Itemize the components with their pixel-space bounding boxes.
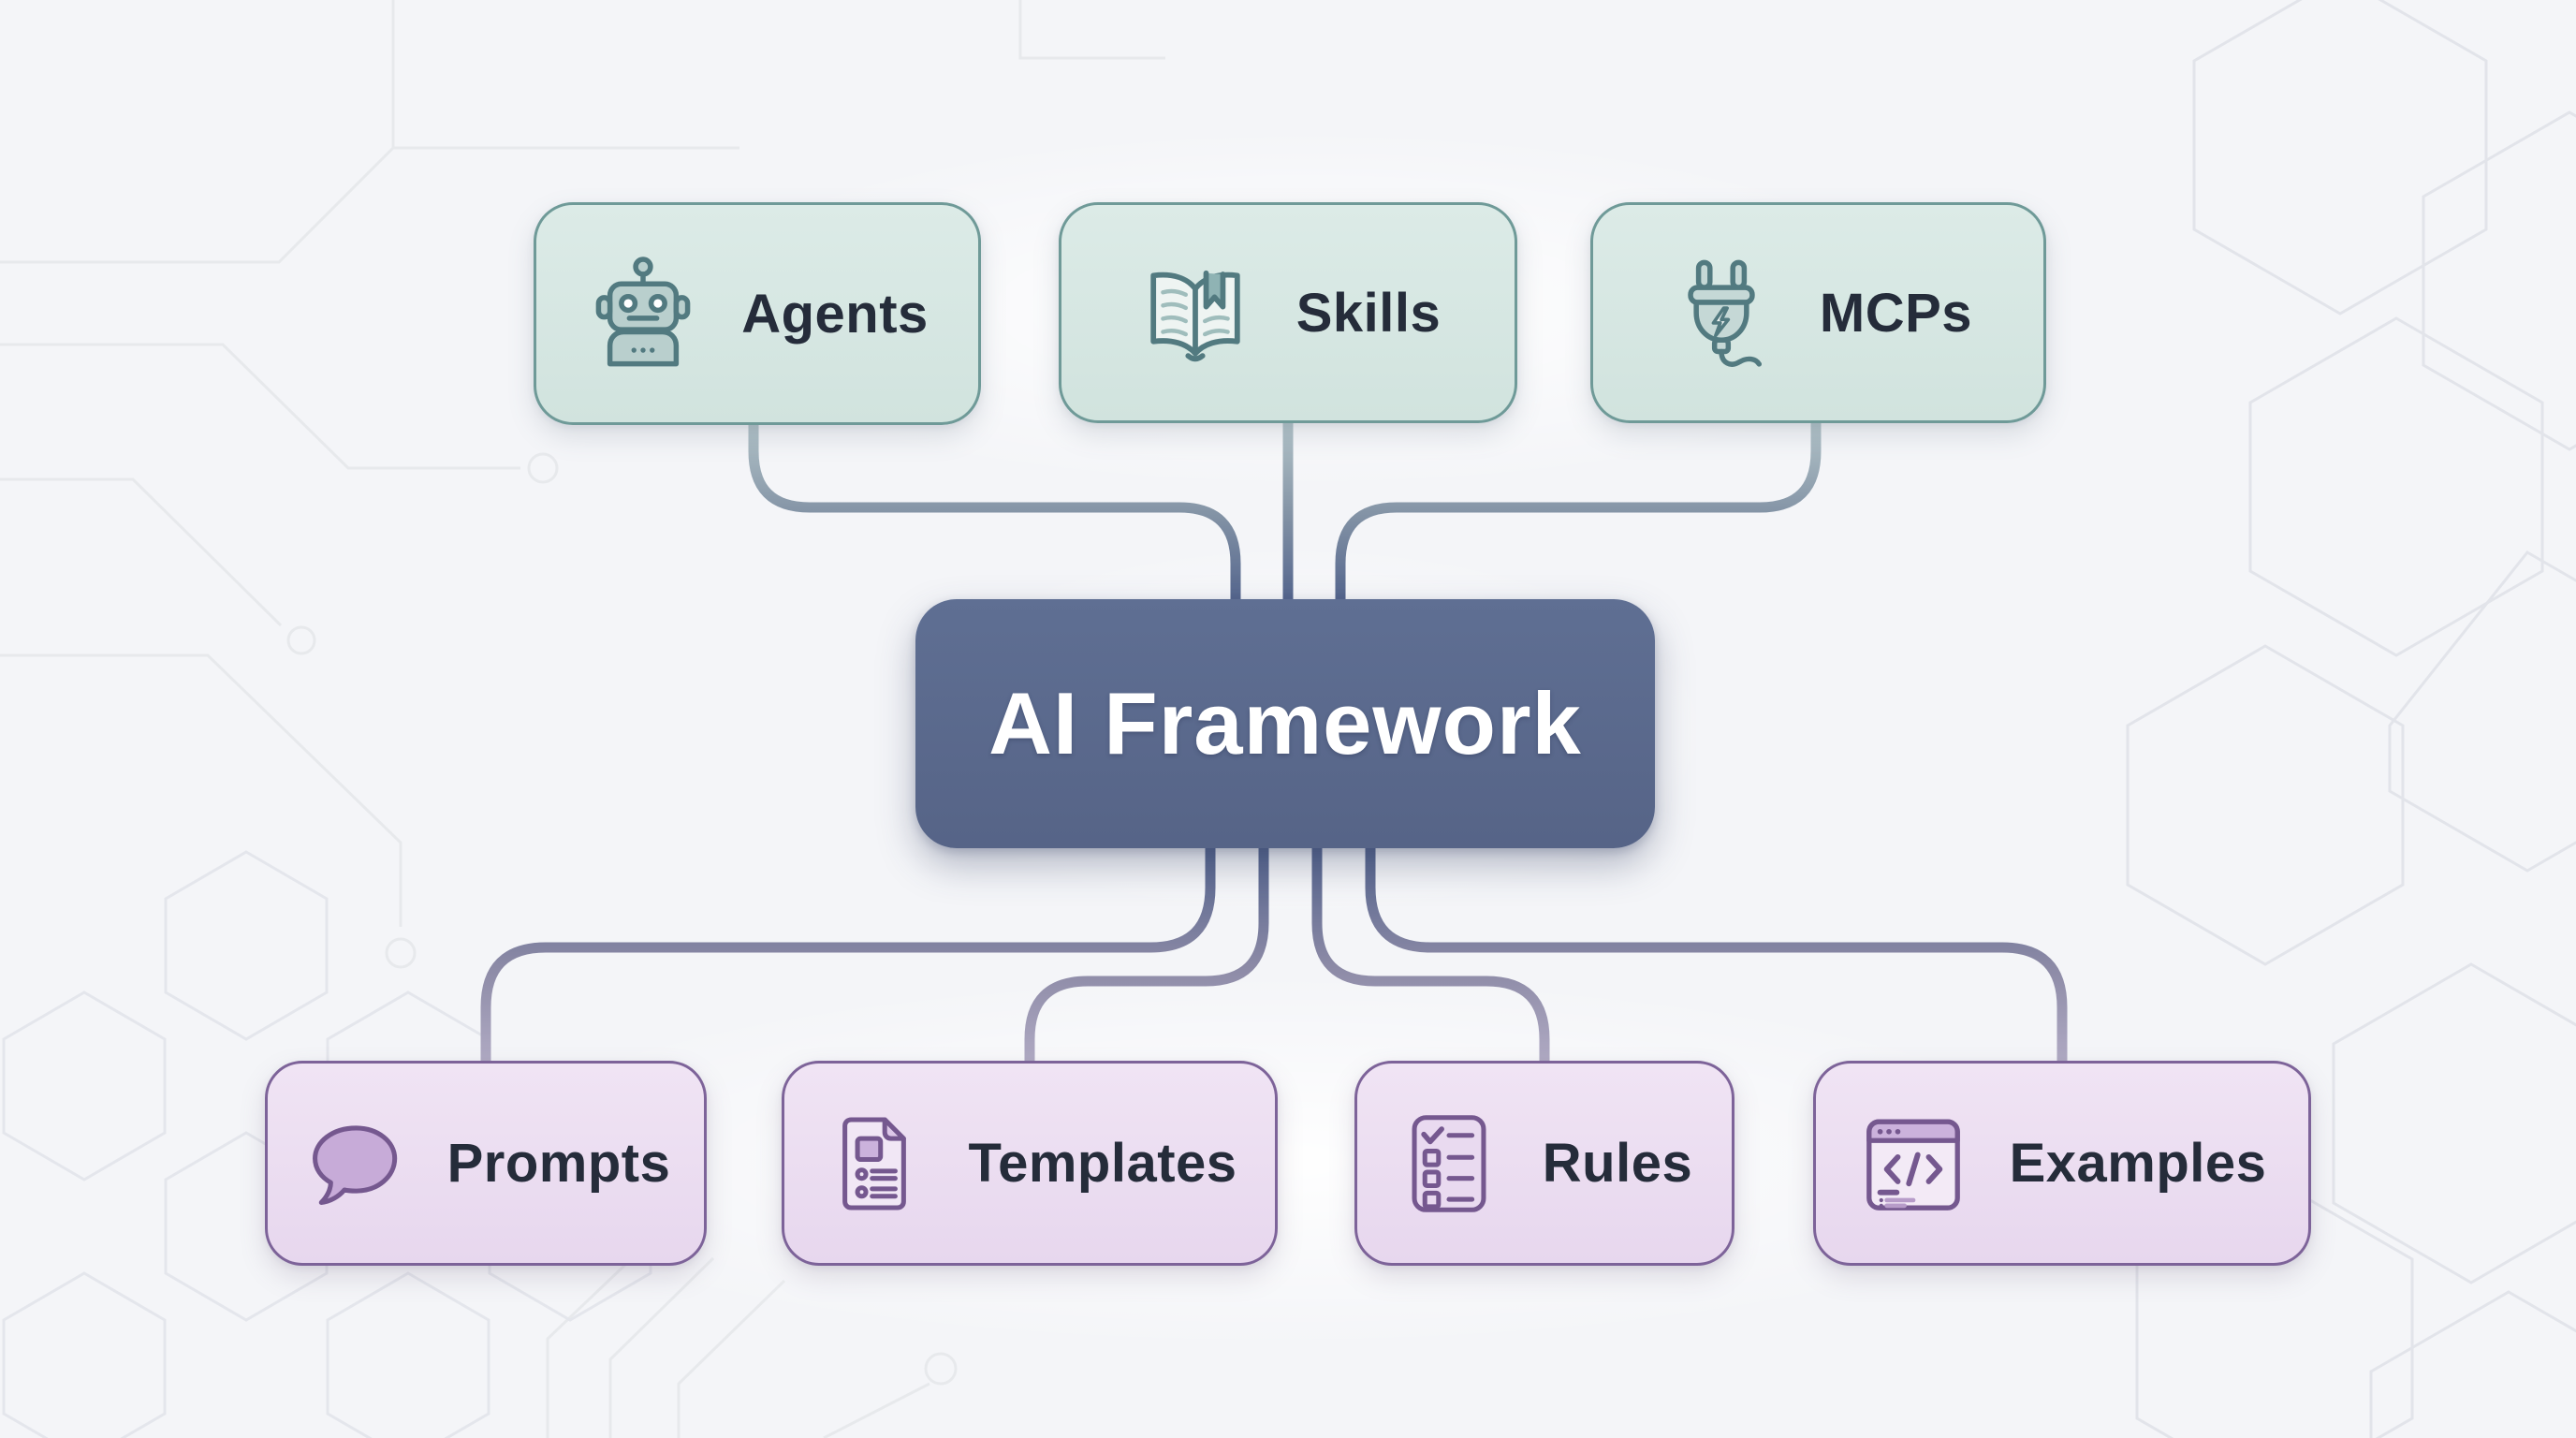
node-label-prompts: Prompts xyxy=(446,1133,671,1194)
circuit-trace xyxy=(677,1279,786,1438)
code-window-icon xyxy=(1866,1119,1960,1211)
robot-icon xyxy=(595,257,691,367)
node-label-ai-framework: AI Framework xyxy=(988,674,1582,772)
node-mcps[interactable]: MCPs xyxy=(1590,202,2046,423)
speech-bubble-icon xyxy=(312,1124,397,1205)
node-label-agents: Agents xyxy=(741,283,929,345)
power-plug-icon xyxy=(1688,259,1762,367)
node-rules[interactable]: Rules xyxy=(1354,1061,1734,1266)
document-icon xyxy=(842,1116,907,1211)
edge-framework-prompts xyxy=(480,844,1216,1067)
edge-framework-rules xyxy=(1311,844,1550,1067)
circuit-trace xyxy=(391,0,739,150)
circuit-node xyxy=(385,937,417,969)
node-label-mcps: MCPs xyxy=(1819,282,1973,344)
edge-agents-framework xyxy=(748,419,1241,607)
circuit-trace xyxy=(823,1382,930,1438)
edge-framework-examples xyxy=(1365,844,2068,1067)
circuit-trace xyxy=(546,1243,648,1438)
node-label-templates: Templates xyxy=(968,1133,1237,1194)
node-ai-framework[interactable]: AI Framework xyxy=(915,599,1655,848)
circuit-node xyxy=(924,1352,958,1386)
circuit-trace xyxy=(1018,0,1165,60)
circuit-trace xyxy=(0,146,395,264)
node-label-rules: Rules xyxy=(1542,1133,1693,1194)
node-skills[interactable]: Skills xyxy=(1059,202,1517,423)
node-prompts[interactable]: Prompts xyxy=(265,1061,707,1266)
circuit-trace xyxy=(0,477,283,627)
circuit-trace xyxy=(0,343,520,470)
checklist-icon xyxy=(1412,1114,1486,1212)
node-templates[interactable]: Templates xyxy=(782,1061,1278,1266)
edge-mcps-framework xyxy=(1335,419,1822,607)
circuit-trace xyxy=(608,1256,715,1438)
node-agents[interactable]: Agents xyxy=(534,202,981,425)
node-label-skills: Skills xyxy=(1295,282,1442,344)
node-examples[interactable]: Examples xyxy=(1813,1061,2311,1266)
open-book-icon xyxy=(1150,270,1240,362)
circuit-node xyxy=(527,452,559,484)
circuit-node xyxy=(286,625,316,655)
edge-framework-templates xyxy=(1024,844,1269,1067)
circuit-trace xyxy=(0,653,402,927)
node-label-examples: Examples xyxy=(2009,1133,2267,1194)
